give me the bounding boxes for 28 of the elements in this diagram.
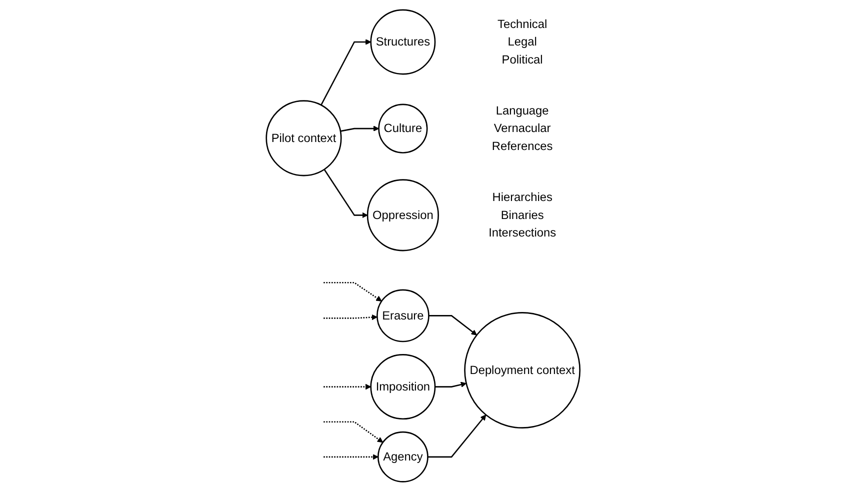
node-circle: Structures bbox=[370, 9, 436, 75]
arrow bbox=[324, 384, 372, 390]
node-label: Legal bbox=[508, 35, 538, 48]
node-label: Intersections bbox=[488, 226, 556, 240]
arrow bbox=[340, 126, 380, 132]
node-circle: Imposition bbox=[370, 354, 436, 420]
arrow bbox=[324, 314, 378, 320]
node-label: Language bbox=[496, 104, 550, 118]
node-circle: Culture bbox=[378, 104, 428, 154]
arrow bbox=[320, 39, 372, 106]
node-label: References bbox=[492, 139, 554, 153]
arrow bbox=[428, 414, 487, 458]
arrow bbox=[429, 315, 478, 336]
arrow bbox=[324, 421, 384, 443]
arrow bbox=[324, 454, 379, 460]
node-label: Vernacular bbox=[494, 122, 552, 135]
arrow bbox=[324, 282, 382, 302]
arrow bbox=[435, 382, 467, 388]
node-circle: Pilot context bbox=[266, 100, 342, 176]
node-label: Binaries bbox=[501, 208, 544, 222]
node-circle: Erasure bbox=[376, 289, 430, 342]
node-label: Political bbox=[502, 52, 544, 66]
arrow bbox=[324, 169, 368, 218]
node-label: Technical bbox=[498, 17, 548, 30]
node-circle: Deployment context bbox=[464, 312, 581, 428]
node-circle: Oppression bbox=[367, 179, 440, 252]
node-label: Hierarchies bbox=[492, 190, 553, 204]
node-circle: Agency bbox=[378, 431, 429, 482]
